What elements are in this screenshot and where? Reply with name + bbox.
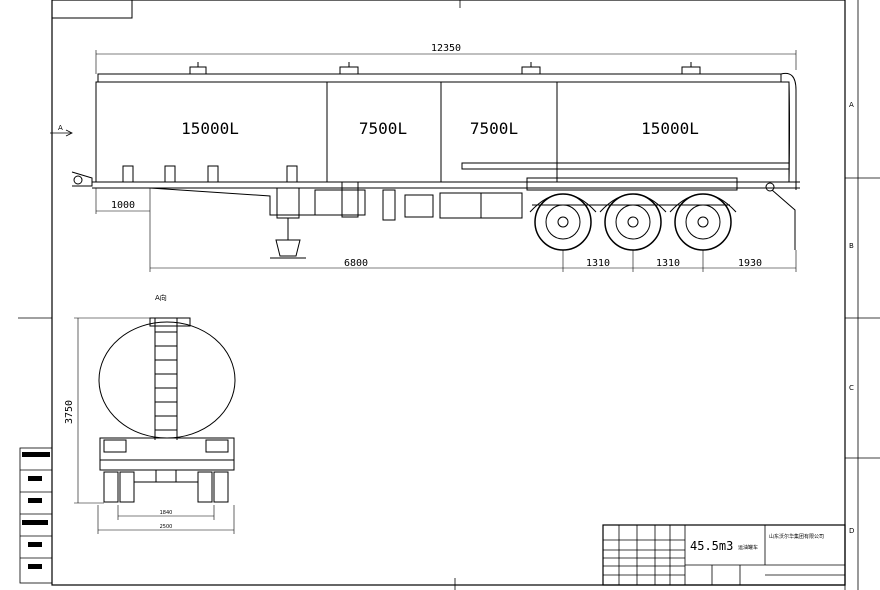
compartment-label-2: 7500L <box>359 119 407 138</box>
dim-front-overhang: 1000 <box>111 200 135 211</box>
dim-track-outer: 2500 <box>160 524 173 530</box>
dim-axle-spacing-1: 1310 <box>586 258 610 269</box>
dim-rear-overhang: 1930 <box>738 258 762 269</box>
stamp-glyphs <box>22 452 50 569</box>
view-arrow-a <box>50 129 73 137</box>
compartment-label-4: 15000L <box>641 119 699 138</box>
compartment-label-3: 7500L <box>470 119 518 138</box>
rear-view-title: A向 <box>155 293 167 302</box>
dim-overall-length: 12350 <box>431 43 461 54</box>
stamp-column <box>19 447 53 584</box>
title-company: 山东沃尔华集团有限公司 <box>769 533 824 540</box>
dim-track-inner: 1840 <box>160 510 173 516</box>
chassis <box>71 165 800 259</box>
title-product-code: 45.5m3 <box>690 539 733 553</box>
zone-letter-d: D <box>849 527 854 535</box>
title-product-name: 运油罐车 <box>738 544 758 551</box>
tank-rear-view <box>98 317 236 503</box>
sheet-frame <box>18 0 880 590</box>
dim-height: 3750 <box>64 400 75 424</box>
rear-axles <box>529 193 737 251</box>
zone-letter-c: C <box>849 384 854 392</box>
compartment-label-1: 15000L <box>181 119 239 138</box>
zone-letter-a: A <box>849 101 854 109</box>
dim-axle-spacing-2: 1310 <box>656 258 680 269</box>
title-block <box>602 524 846 586</box>
tank-side-view <box>95 62 797 190</box>
zone-letter-b: B <box>849 242 854 250</box>
dimension-lines <box>95 50 797 272</box>
rear-dimension-lines <box>74 317 235 534</box>
view-marker-a: A <box>58 124 63 132</box>
dim-kingpin-to-axle: 6800 <box>344 258 368 269</box>
